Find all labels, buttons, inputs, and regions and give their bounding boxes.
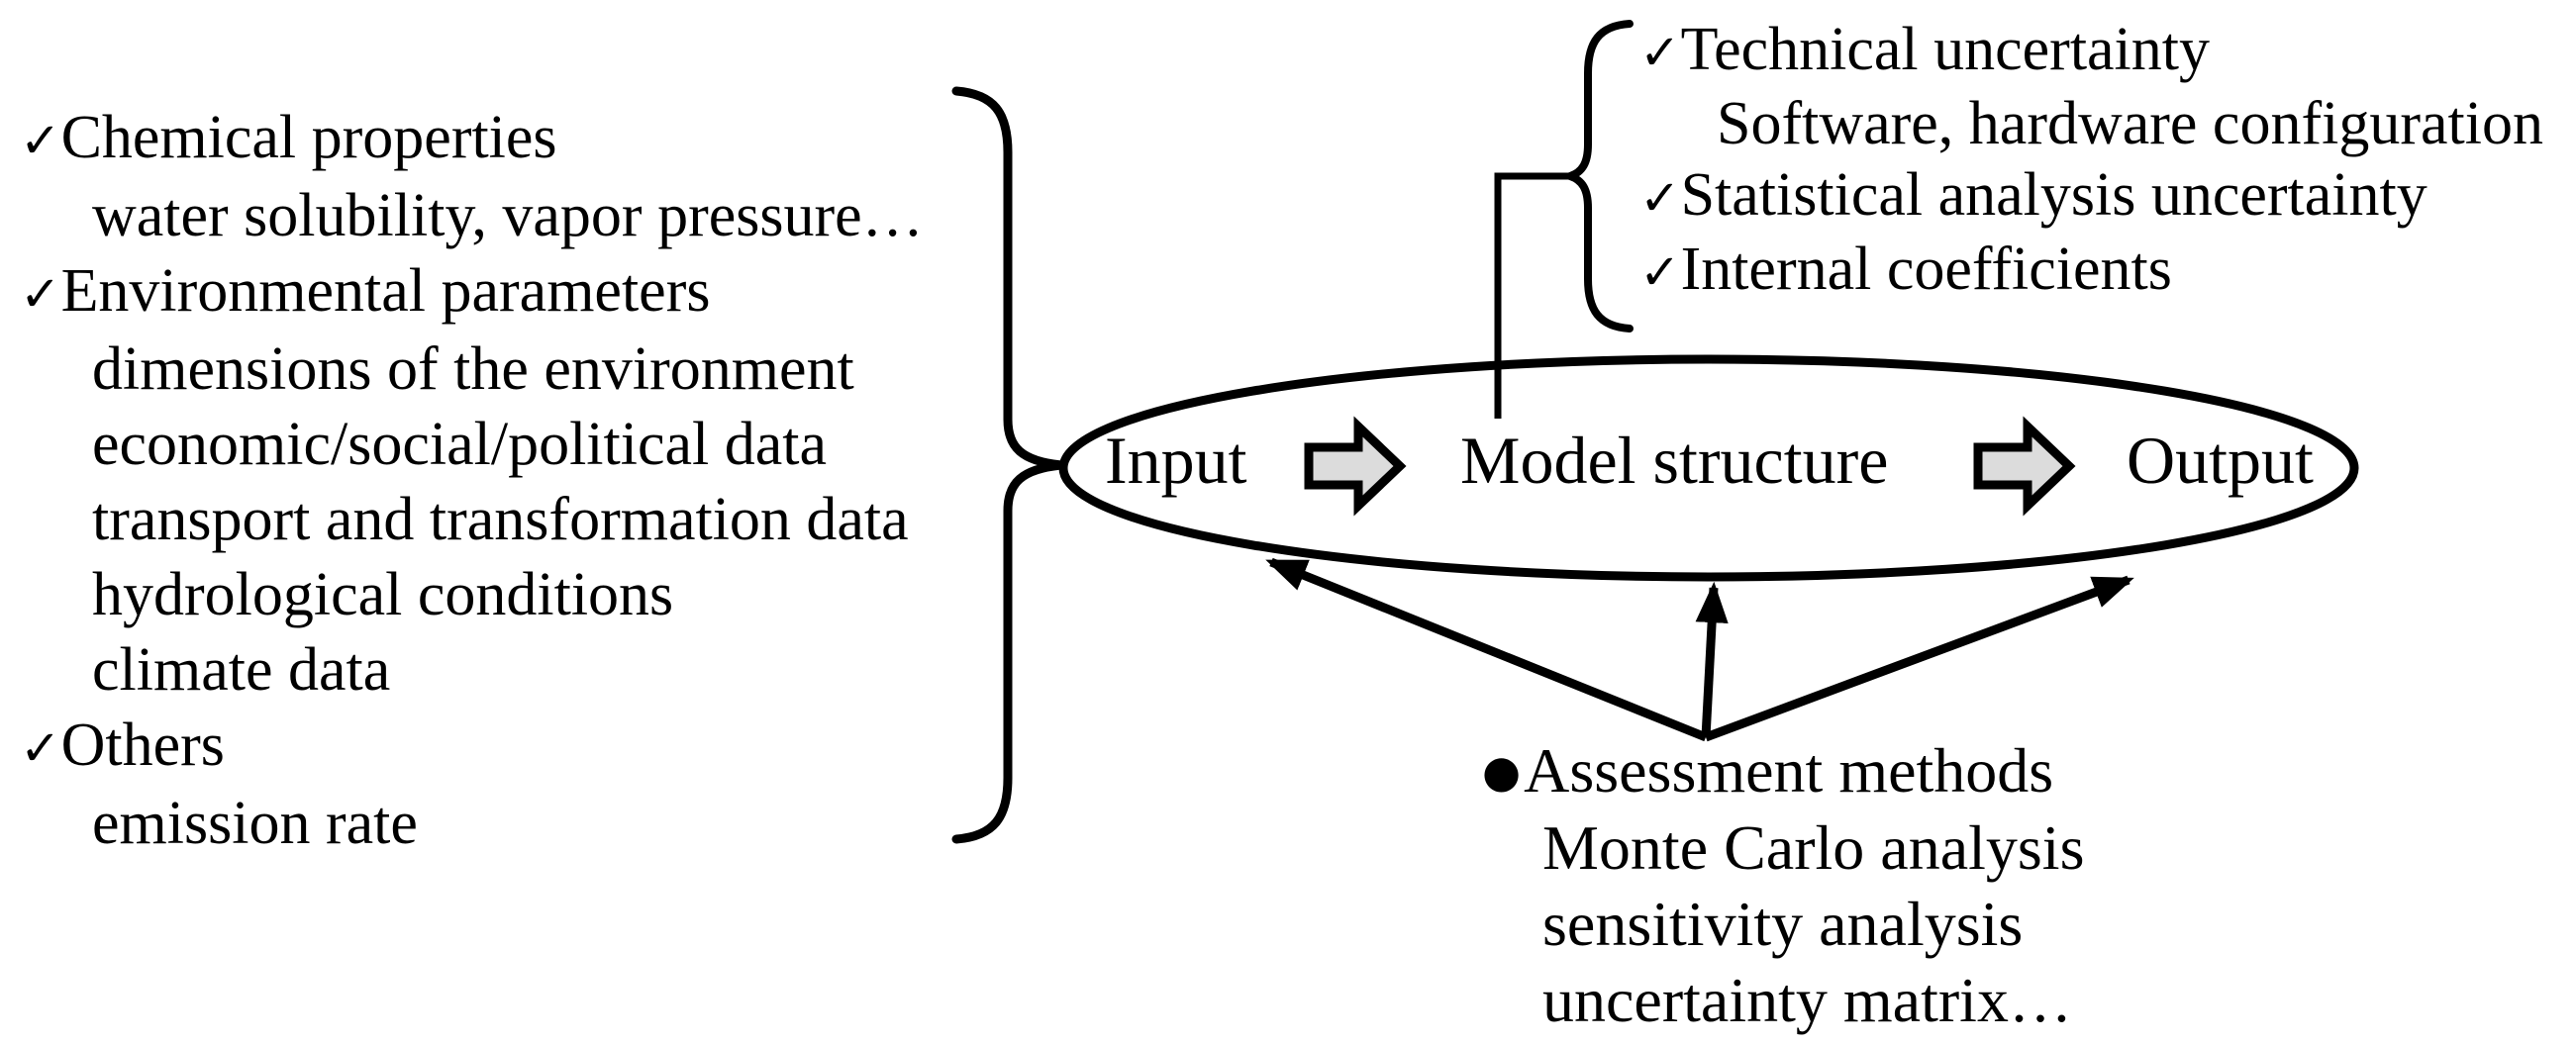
check-icon: ✓ xyxy=(20,265,61,323)
bullet-icon: ● xyxy=(1482,745,1522,798)
list-item: ✓Environmental parameters xyxy=(20,253,924,332)
list-item-text: Internal coefficients xyxy=(1680,236,2172,303)
assessment-arrow-left xyxy=(1265,557,1708,742)
list-item-text: dimensions of the environment xyxy=(92,335,854,403)
assessment-arrow-middle xyxy=(1695,581,1729,738)
list-item-text: climate data xyxy=(92,636,391,704)
check-icon: ✓ xyxy=(20,112,61,169)
list-item-text: transport and transformation data xyxy=(92,486,909,553)
model-to-output-block-arrow xyxy=(1973,416,2076,517)
list-item: ●Assessment methods xyxy=(1482,732,2084,809)
list-item-text: water solubility, vapor pressure… xyxy=(92,182,924,249)
list-item-text: Assessment methods xyxy=(1524,735,2054,806)
list-item-text: Environmental parameters xyxy=(60,257,711,325)
list-item-text: Monte Carlo analysis xyxy=(1542,812,2085,883)
model-structure-node-label: Model structure xyxy=(1460,423,1889,498)
output-node-label: Output xyxy=(2127,423,2314,498)
input-to-model-block-arrow xyxy=(1304,416,1407,517)
list-item-text: economic/social/political data xyxy=(92,411,828,478)
list-item: uncertainty matrix… xyxy=(1482,962,2084,1038)
check-icon: ✓ xyxy=(1639,243,1681,301)
list-item: Monte Carlo analysis xyxy=(1482,809,2084,886)
assessment-arrow-right xyxy=(1704,575,2134,742)
list-item: climate data xyxy=(20,632,924,708)
list-item: ✓Others xyxy=(20,708,924,786)
list-item: sensitivity analysis xyxy=(1482,886,2084,962)
list-item: transport and transformation data xyxy=(20,482,924,557)
list-item-text: uncertainty matrix… xyxy=(1542,965,2072,1035)
check-icon: ✓ xyxy=(20,719,61,777)
list-item-text: sensitivity analysis xyxy=(1542,889,2024,959)
check-icon: ✓ xyxy=(1639,169,1681,227)
list-item-text: hydrological conditions xyxy=(92,561,674,628)
input-factors-curly-brace xyxy=(951,86,1062,844)
list-item-text: Others xyxy=(60,712,225,779)
list-item: ✓Chemical properties xyxy=(20,100,924,178)
list-item-text: emission rate xyxy=(92,790,418,857)
list-item-text: Technical uncertainty xyxy=(1680,16,2211,83)
list-item: water solubility, vapor pressure… xyxy=(20,178,924,253)
input-node-label: Input xyxy=(1105,423,1247,498)
model-process-ellipse xyxy=(1058,354,2359,582)
list-item: ✓Internal coefficients xyxy=(1639,234,2543,308)
check-icon: ✓ xyxy=(1639,24,1681,81)
list-item: emission rate xyxy=(20,786,924,861)
list-item: economic/social/political data xyxy=(20,407,924,482)
list-item-text: Software, hardware configuration xyxy=(1717,90,2543,157)
list-item: hydrological conditions xyxy=(20,557,924,632)
list-item: Software, hardware configuration xyxy=(1639,88,2543,159)
list-item: dimensions of the environment xyxy=(20,332,924,407)
list-item-text: Statistical analysis uncertainty xyxy=(1680,161,2427,229)
model-uncertainty-curly-brace xyxy=(1557,20,1634,332)
brace-to-model-connector xyxy=(1494,172,1570,419)
list-item: ✓Technical uncertainty xyxy=(1639,14,2543,88)
list-item-text: Chemical properties xyxy=(60,104,557,171)
list-item: ✓Statistical analysis uncertainty xyxy=(1639,159,2543,234)
